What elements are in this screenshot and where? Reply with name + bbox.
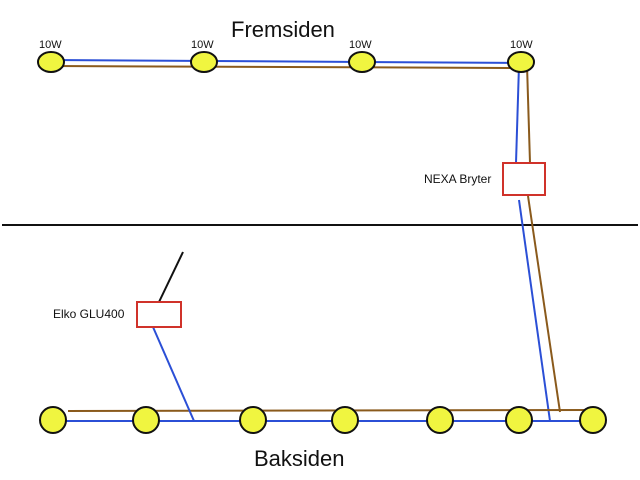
front-lamp <box>348 51 376 73</box>
front-neutral-wire <box>51 59 521 64</box>
front-lamp <box>37 51 65 73</box>
front-live-wire <box>51 65 523 69</box>
front-lamp <box>507 51 535 73</box>
riser-neutral-wire-upper <box>515 64 520 164</box>
nexa-switch-box <box>502 162 546 196</box>
lamp-wattage-label: 10W <box>349 39 372 51</box>
lamp-wattage-label: 10W <box>510 39 533 51</box>
front-wires <box>51 59 561 422</box>
riser-live-wire-lower <box>527 195 561 413</box>
back-lamp <box>239 406 267 434</box>
elko-dimmer-box <box>136 301 182 328</box>
elko-neutral-wire <box>152 326 195 422</box>
back-lamp <box>331 406 359 434</box>
lamp-wattage-label: 10W <box>39 39 62 51</box>
riser-live-wire-upper <box>526 64 531 164</box>
back-lamp <box>579 406 607 434</box>
elko-dimmer-label: Elko GLU400 <box>53 307 125 321</box>
back-lamp <box>132 406 160 434</box>
back-lamp <box>39 406 67 434</box>
front-section-title: Fremsiden <box>231 17 335 42</box>
back-section-title: Baksiden <box>254 446 345 471</box>
front-lamps <box>37 51 535 73</box>
back-lamp <box>426 406 454 434</box>
elko-feed-wire <box>158 251 184 303</box>
nexa-switch-label: NEXA Bryter <box>424 172 492 186</box>
riser-neutral-wire-lower <box>518 199 551 422</box>
back-lamps <box>39 406 607 434</box>
lamp-wattage-label: 10W <box>191 39 214 51</box>
back-wires <box>52 251 593 422</box>
front-lamp <box>190 51 218 73</box>
back-lamp <box>505 406 533 434</box>
